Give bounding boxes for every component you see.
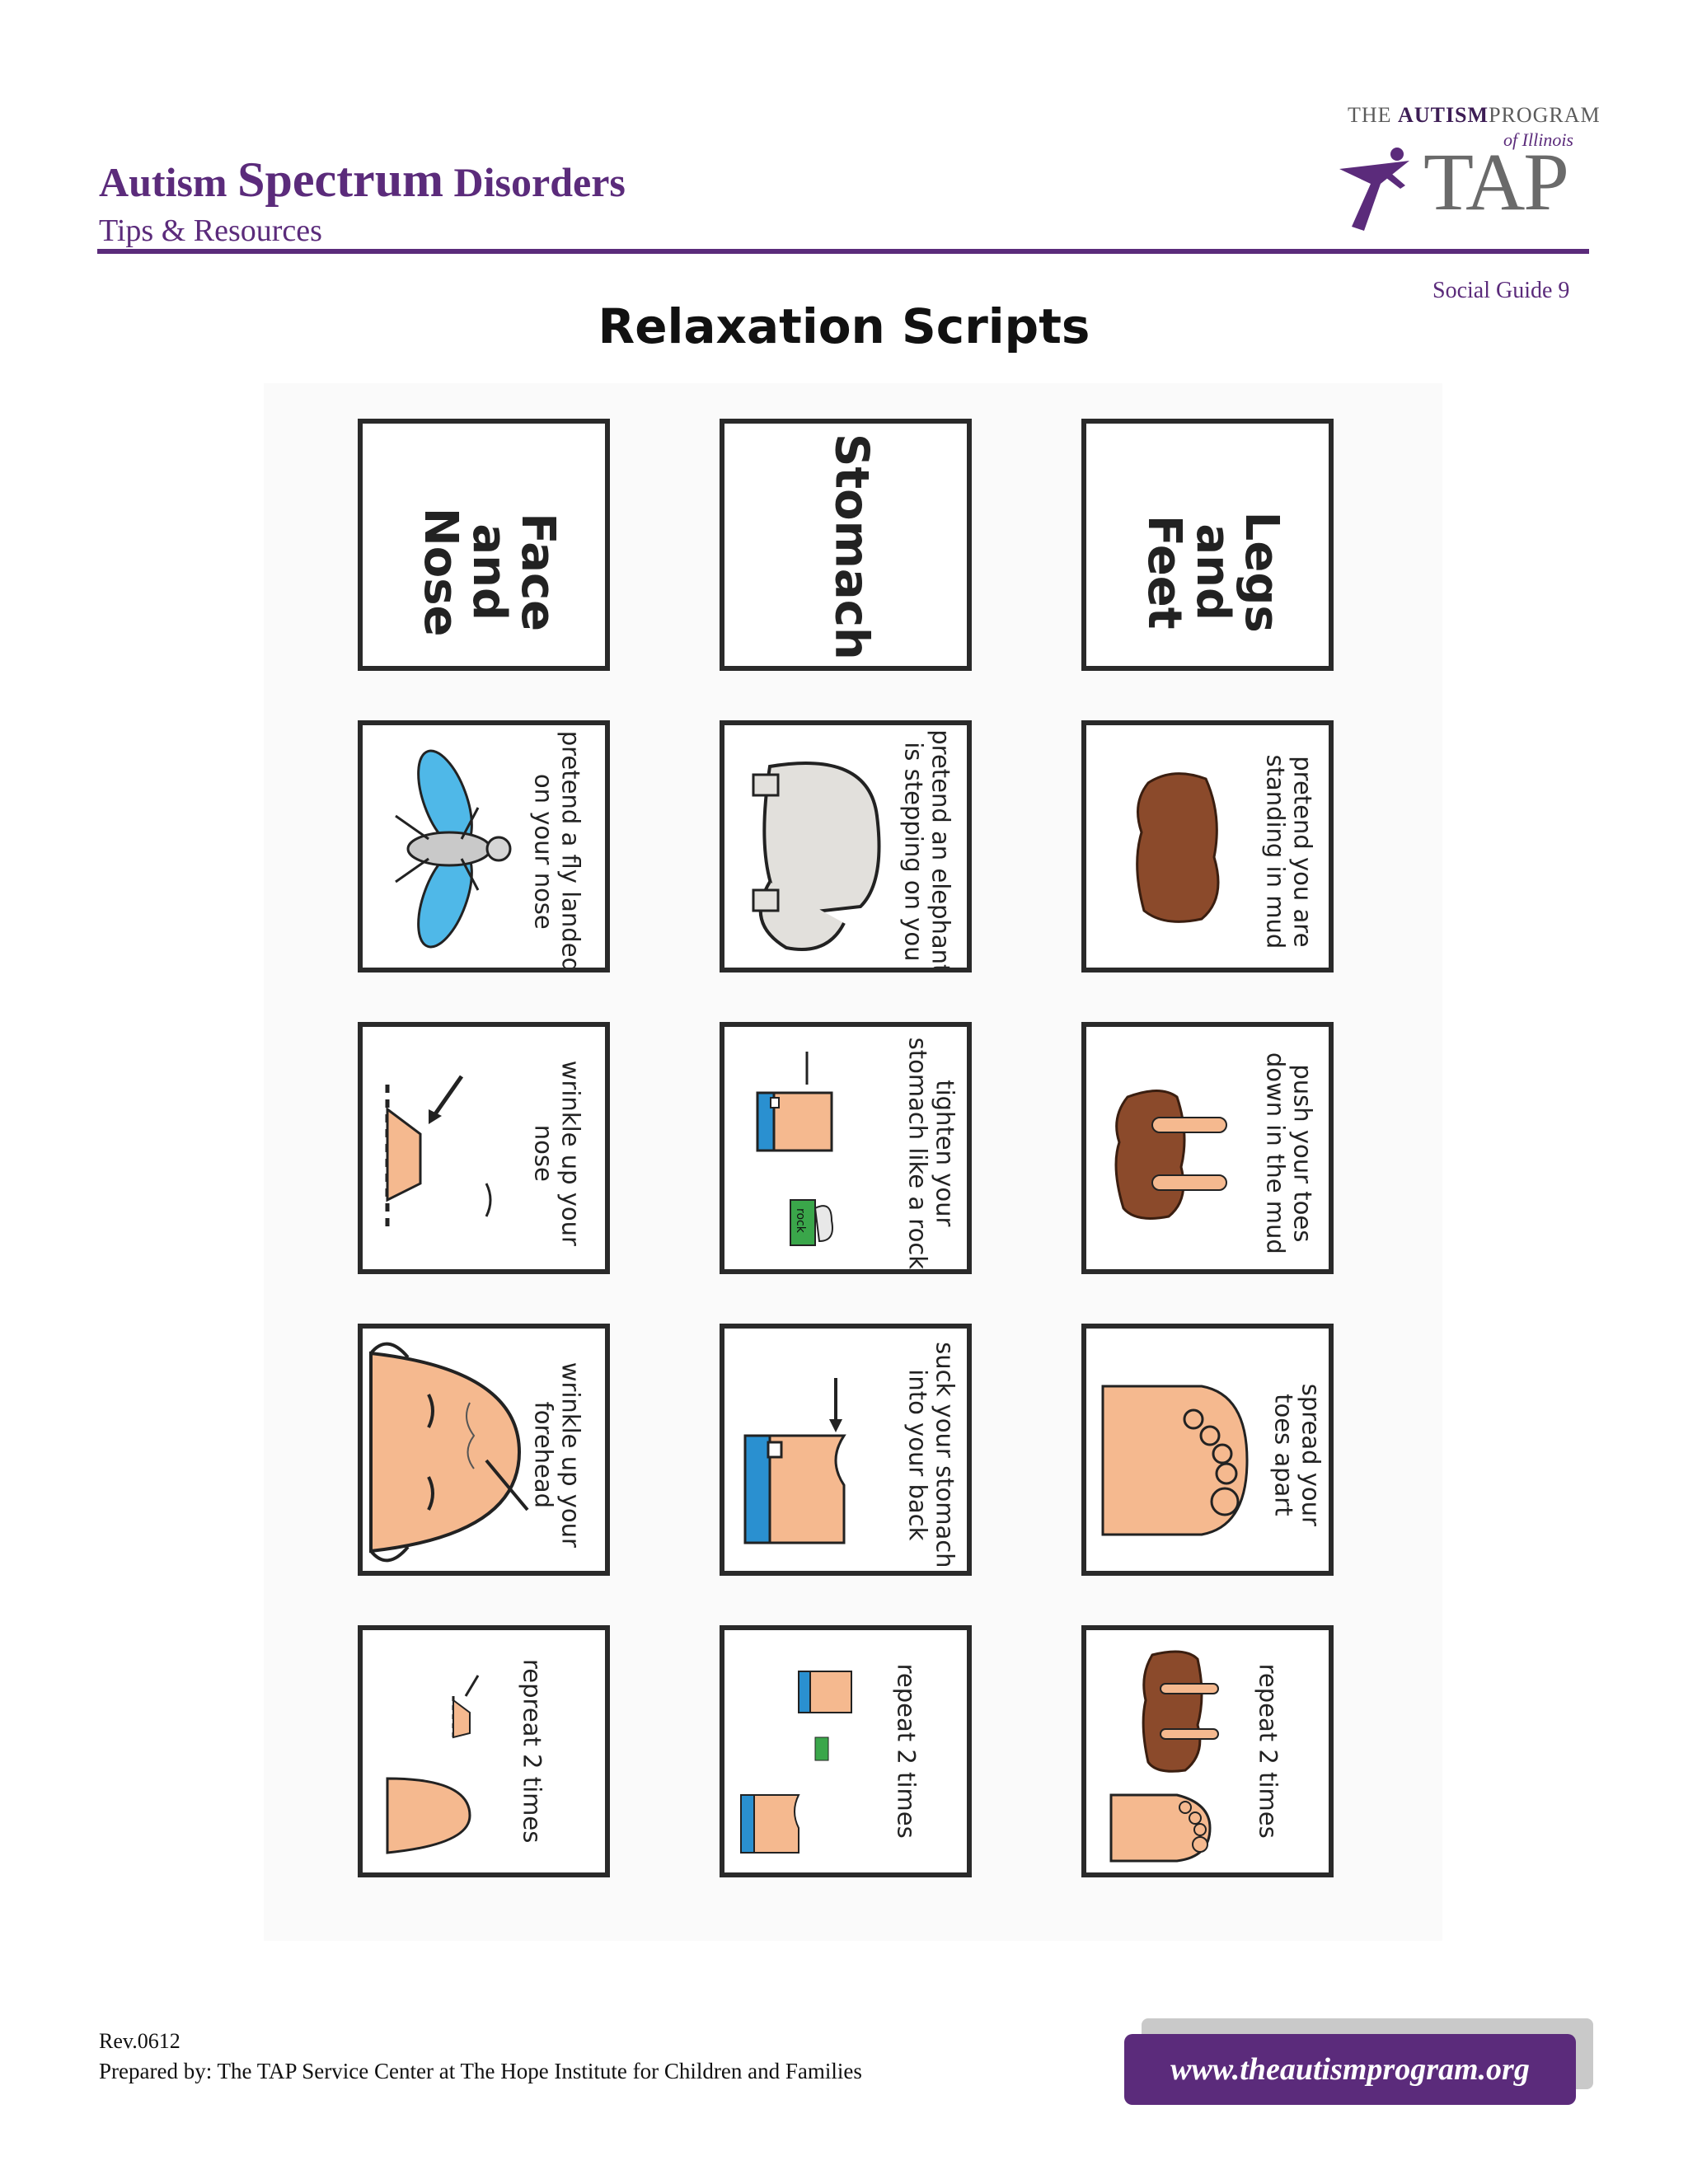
stomach-repeat-icon [740, 1671, 852, 1854]
tap-logo: THE AUTISMPROGRAM of Illinois TAP [1331, 103, 1600, 235]
mud-icon [1136, 772, 1220, 923]
card-elephant: pretend an elephant is stepping on you [720, 720, 972, 972]
website-link[interactable]: www.theautismprogram.org [1124, 2034, 1576, 2105]
card-repeat-face: repreat 2 times [358, 1625, 610, 1877]
logo-text-autism: AUTISM [1398, 103, 1489, 127]
toes-mud-icon [1114, 1090, 1227, 1220]
caption-mud: pretend you are standing in mud [1261, 754, 1317, 949]
card-repeat-stomach: repeat 2 times [720, 1625, 972, 1877]
stomach-suck-icon [743, 1378, 846, 1544]
fly-icon [395, 749, 512, 949]
caption-toes-in-mud: push your toes down in the mud [1261, 1052, 1317, 1254]
card-fly: pretend a fly landed on your nose [358, 720, 610, 972]
heading-stomach: Stomach [824, 434, 879, 660]
forehead-icon [369, 1342, 529, 1563]
prepared-by: Prepared by: The TAP Service Center at T… [99, 2059, 862, 2083]
heading-face-and-nose: Face and Nose [414, 507, 565, 637]
rock-label: rock [794, 1208, 807, 1234]
card-wrinkle-nose: wrinkle up your nose [358, 1022, 610, 1274]
caption-suck-stomach: suck your stomach into your back [903, 1342, 959, 1568]
caption-repeat-feet: repeat 2 times [1254, 1663, 1282, 1839]
face-repeat-icon [386, 1675, 480, 1854]
logo-tap-letters: TAP [1423, 136, 1569, 227]
heading-card-face-and-nose: Face and Nose [358, 419, 610, 671]
heading-card-legs-and-feet: Legs and Feet [1081, 419, 1334, 671]
caption-elephant: pretend an elephant is stepping on you [899, 729, 955, 972]
caption-spread-toes: spread your toes apart [1269, 1383, 1325, 1526]
card-toes-in-mud: push your toes down in the mud [1081, 1022, 1334, 1274]
header-title: Autism Spectrum Disorders [99, 155, 626, 204]
card-mud: pretend you are standing in mud [1081, 720, 1334, 972]
stomach-rock-icon: rock [756, 1052, 833, 1246]
header-title-word-2: Spectrum [237, 152, 444, 207]
card-spread-toes: spread your toes apart [1081, 1324, 1334, 1576]
page-title: Relaxation Scripts [598, 298, 1090, 354]
card-suck-stomach: suck your stomach into your back [720, 1324, 972, 1576]
logo-illinois: of Illinois [1503, 129, 1573, 150]
caption-wrinkle-nose: wrinkle up your nose [529, 1060, 585, 1246]
logo-text-program: PROGRAM [1489, 103, 1601, 127]
revision-label: Rev.0612 [99, 2029, 181, 2053]
guide-label: Social Guide 9 [1432, 278, 1570, 303]
heading-legs-and-feet: Legs and Feet [1137, 511, 1289, 633]
nose-wrinkle-icon [385, 1075, 492, 1233]
logo-program-line: THE AUTISMPROGRAM [1348, 103, 1601, 128]
caption-repeat-stomach: repeat 2 times [892, 1663, 921, 1839]
card-tighten-stomach: tighten your stomach like a rock rock [720, 1022, 972, 1274]
header-divider [97, 249, 1589, 254]
caption-tighten-stomach: tighten your stomach like a rock [903, 1037, 959, 1270]
foot-icon [1101, 1385, 1249, 1536]
logo-text-the: THE [1348, 103, 1392, 127]
elephant-icon [752, 762, 881, 951]
header-title-word-1: Autism [99, 159, 227, 205]
logo-figure-icon [1339, 148, 1409, 231]
feet-repeat-icon [1109, 1650, 1219, 1863]
header-title-word-3: Disorders [453, 159, 626, 205]
card-wrinkle-forehead: wrinkle up your forehead [358, 1324, 610, 1576]
header-subtitle: Tips & Resources [99, 213, 322, 248]
card-repeat-feet: repeat 2 times [1081, 1625, 1334, 1877]
heading-card-stomach: Stomach [720, 419, 972, 671]
